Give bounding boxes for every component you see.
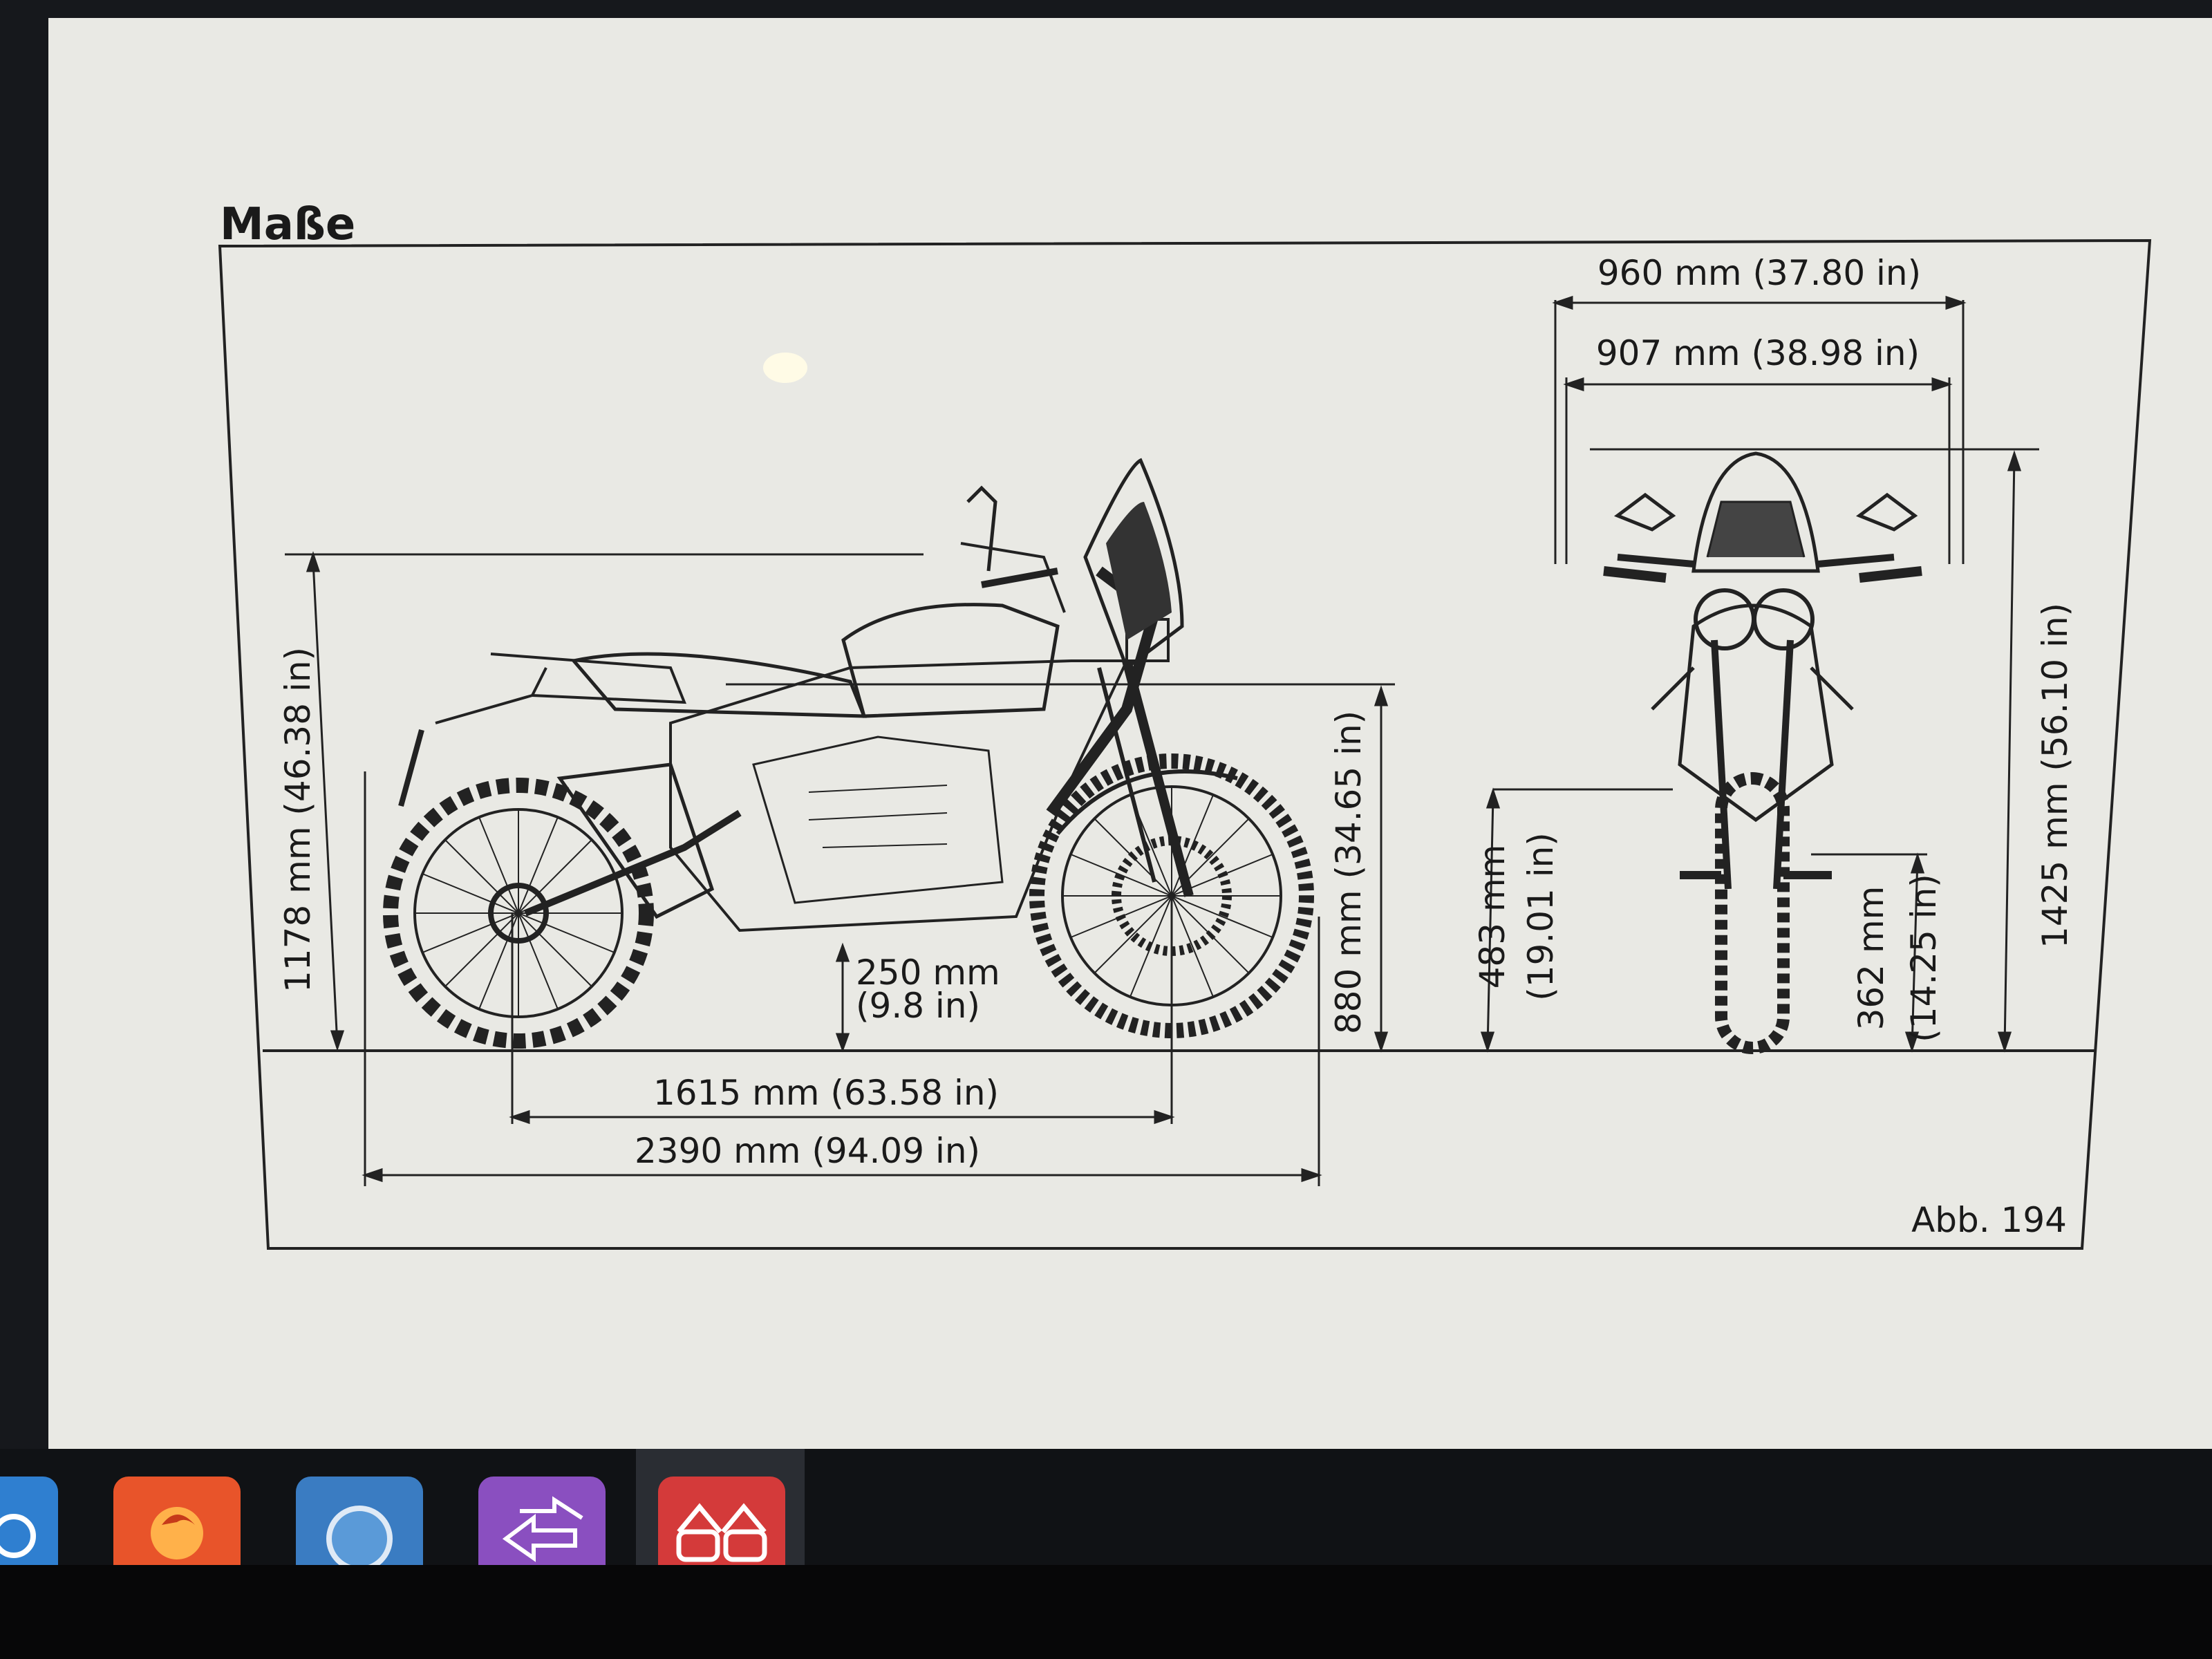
dim-total-height: 1425 mm (56.10 in) xyxy=(2035,603,2075,948)
dim-front-362-1: 362 mm xyxy=(1851,886,1891,1031)
monitor-bezel xyxy=(0,1565,2212,1659)
camera-app-icon[interactable] xyxy=(0,1477,58,1571)
dim-seat-height: 880 mm (34.65 in) xyxy=(1329,711,1369,1034)
dimension-lines xyxy=(285,295,2039,1186)
dim-handlebar-width: 907 mm (38.98 in) xyxy=(1596,333,1920,373)
page-title: Maße xyxy=(220,199,355,250)
dim-wheelbase: 1615 mm (63.58 in) xyxy=(653,1073,999,1113)
dimensions-figure: Maße xyxy=(218,199,2152,1250)
dim-front-483-1: 483 mm xyxy=(1472,845,1512,989)
side-view-motorcycle xyxy=(383,458,1314,1049)
screen-glare xyxy=(763,353,807,383)
dim-total-width: 960 mm (37.80 in) xyxy=(1597,253,1921,293)
dim-total-length: 2390 mm (94.09 in) xyxy=(635,1131,980,1171)
dim-ground-clearance-1: 250 mm xyxy=(856,953,1000,993)
dim-front-362-2: (14.25 in) xyxy=(1904,874,1944,1042)
dim-height-mirror: 1178 mm (46.38 in) xyxy=(278,647,318,993)
fairing-dark xyxy=(1106,502,1172,640)
dim-ground-clearance-2: (9.8 in) xyxy=(856,986,980,1026)
reader-glasses-icon[interactable] xyxy=(658,1477,785,1571)
figure-label: Abb. 194 xyxy=(1911,1200,2067,1240)
document-viewer: Maße xyxy=(48,18,2212,1449)
chromium-icon[interactable] xyxy=(296,1477,423,1571)
figure-frame xyxy=(218,238,2152,1250)
dim-front-483-2: (19.01 in) xyxy=(1521,832,1561,1001)
front-view-motorcycle xyxy=(1603,451,1922,1054)
firefox-icon[interactable] xyxy=(113,1477,241,1571)
taskbar-dock xyxy=(0,1449,2212,1571)
sync-app-icon[interactable] xyxy=(478,1477,606,1571)
